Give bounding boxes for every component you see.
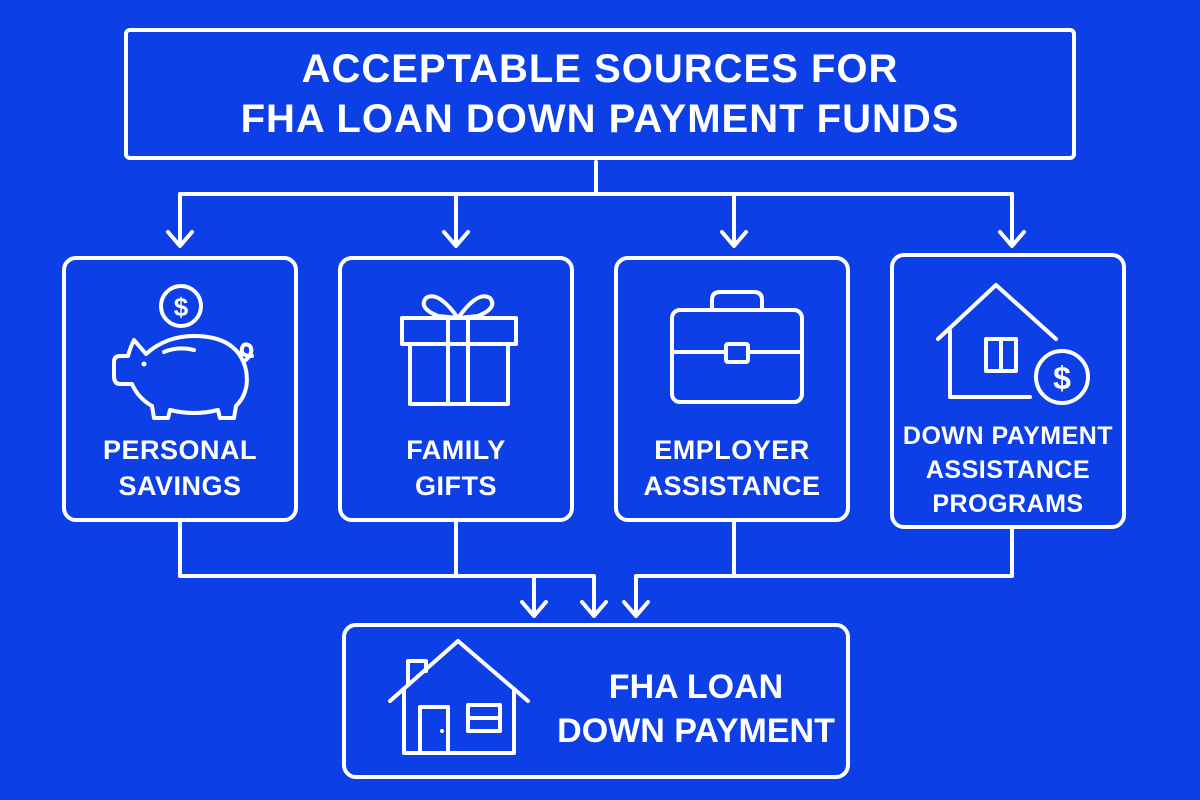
house-dollar-icon: $ — [936, 283, 1090, 405]
connector-down-2 — [720, 192, 748, 248]
coin-symbol: $ — [174, 292, 189, 322]
connector-down-0 — [166, 192, 194, 248]
connector-down-1 — [442, 192, 470, 248]
piggy-body — [112, 334, 249, 420]
source-label-line: FAMILY — [406, 435, 506, 465]
source-label-line: ASSISTANCE — [643, 471, 821, 501]
source-card-down-payment-assistance-programs: $ DOWN PAYMENT ASSISTANCE PROGRAMS — [890, 253, 1126, 529]
piggy-tail — [239, 342, 254, 362]
connector-up-1 — [454, 520, 608, 618]
connector-up-0 — [178, 520, 548, 618]
briefcase-icon — [670, 290, 804, 404]
source-label-line: EMPLOYER — [654, 435, 810, 465]
source-label-line: GIFTS — [415, 471, 497, 501]
house-icon — [388, 639, 530, 755]
gift-icon — [400, 294, 518, 406]
source-label: EMPLOYER ASSISTANCE — [618, 432, 846, 504]
source-card-family-gifts: FAMILY GIFTS — [338, 256, 574, 522]
source-card-personal-savings: $ PERSONAL SAVINGS — [62, 256, 298, 522]
house-door — [418, 705, 450, 755]
source-label-line: PROGRAMS — [932, 490, 1084, 518]
result-box-fha-loan-down-payment: FHA LOAN DOWN PAYMENT — [342, 623, 850, 779]
source-label: PERSONAL SAVINGS — [66, 432, 294, 504]
coin-symbol: $ — [1053, 360, 1071, 396]
title-line-1: ACCEPTABLE SOURCES FOR — [301, 47, 899, 91]
diagram-title-box: ACCEPTABLE SOURCES FOR FHA LOAN DOWN PAY… — [124, 28, 1076, 160]
result-label-line: DOWN PAYMENT — [557, 712, 835, 750]
source-label: DOWN PAYMENT ASSISTANCE PROGRAMS — [894, 419, 1122, 521]
coin-icon — [159, 284, 203, 328]
source-card-employer-assistance: EMPLOYER ASSISTANCE — [614, 256, 850, 522]
result-label-line: FHA LOAN — [608, 668, 784, 706]
piggy-bank-icon: $ — [112, 284, 254, 420]
connector-up-3 — [732, 527, 1014, 578]
source-label-line: DOWN PAYMENT — [902, 422, 1114, 450]
briefcase-clasp — [724, 342, 750, 364]
title-line-2: FHA LOAN DOWN PAYMENT FUNDS — [240, 97, 960, 141]
source-label-line: PERSONAL — [102, 435, 258, 465]
briefcase-handle — [710, 290, 764, 312]
source-label-line: SAVINGS — [118, 471, 242, 501]
house-roof — [936, 283, 1058, 341]
source-label-line: ASSISTANCE — [925, 456, 1091, 484]
gift-bow — [421, 294, 495, 320]
result-label: FHA LOAN DOWN PAYMENT — [546, 665, 846, 753]
connector-up-2 — [622, 520, 736, 618]
connector-down-3 — [998, 192, 1026, 248]
coin-icon — [1034, 349, 1090, 405]
house-chimney — [406, 659, 428, 687]
house-roof — [388, 639, 530, 703]
source-label: FAMILY GIFTS — [342, 432, 570, 504]
